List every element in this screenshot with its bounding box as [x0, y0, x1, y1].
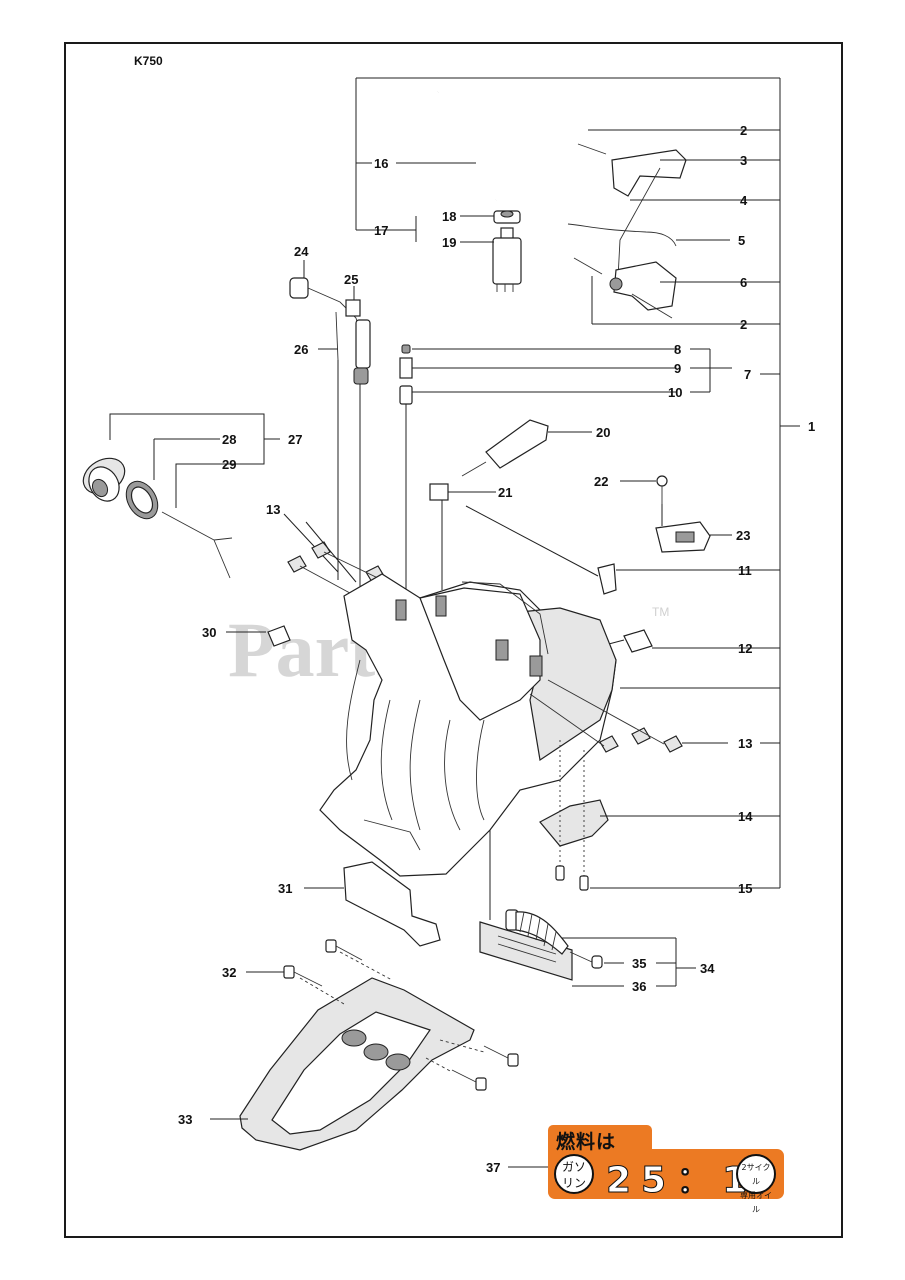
callout-9: 9	[674, 361, 681, 376]
fuel-cap-group	[82, 413, 280, 579]
callout-2b: 2	[740, 317, 747, 332]
callout-21: 21	[498, 485, 512, 500]
callout-17: 17	[374, 223, 388, 238]
assembly-bracket-1	[355, 77, 800, 889]
callout-25: 25	[344, 272, 358, 287]
callout-26: 26	[294, 342, 308, 357]
stop-cable-group	[289, 260, 371, 600]
fuel-ratio-decal-part-37: ガソ リン 25：1 2サイクル 専用オイル 燃料は	[548, 1125, 784, 1214]
callout-24: 24	[294, 244, 309, 259]
fuel-mix-ratio: 25：1	[605, 1160, 758, 1202]
callout-1: 1	[808, 419, 815, 434]
screws-part-32	[246, 939, 519, 1091]
callout-22: 22	[594, 474, 608, 489]
screw-part-22	[620, 475, 668, 526]
clamp-part-11	[465, 505, 760, 595]
oil-label-line1: 2サイクル	[741, 1163, 771, 1186]
guide-part-31	[304, 861, 441, 947]
callout-33: 33	[178, 1112, 192, 1127]
callout-10: 10	[668, 385, 682, 400]
clip-part-21	[429, 483, 496, 590]
two-stroke-oil-circle: 2サイクル 専用オイル	[736, 1154, 776, 1214]
main-housing-part-1	[305, 521, 617, 877]
fuel-hose-part-16	[396, 90, 500, 201]
decomp-valve-group	[399, 344, 732, 600]
callout-6: 6	[740, 275, 747, 290]
callout-32: 32	[222, 965, 236, 980]
callout-34: 34	[700, 961, 715, 976]
callout-13b: 13	[738, 736, 752, 751]
clip-part-30	[226, 625, 291, 647]
callout-4: 4	[740, 193, 748, 208]
throttle-trigger-group	[567, 129, 760, 325]
callout-23: 23	[736, 528, 750, 543]
callout-29: 29	[222, 457, 236, 472]
callout-12: 12	[738, 641, 752, 656]
decal-body: ガソ リン 25：1 2サイクル 専用オイル	[548, 1149, 784, 1214]
switch-part-23	[655, 521, 732, 553]
decal-heading-tab: 燃料は	[548, 1125, 652, 1153]
callout-15: 15	[738, 881, 752, 896]
callout-5: 5	[738, 233, 745, 248]
callout-30: 30	[202, 625, 216, 640]
fuel-filter-part-19	[372, 210, 522, 292]
gasoline-label-line1: ガソ	[561, 1160, 586, 1174]
callout-20: 20	[596, 425, 610, 440]
callout-37: 37	[486, 1160, 500, 1175]
callout-2a: 2	[740, 123, 747, 138]
callout-14: 14	[738, 809, 753, 824]
choke-rod-part-20	[461, 419, 592, 477]
diagram-frame	[64, 42, 843, 1238]
decal-heading: 燃料は	[556, 1131, 617, 1153]
skid-plate-part-33	[210, 977, 475, 1151]
callout-36: 36	[632, 979, 646, 994]
callout-19: 19	[442, 235, 456, 250]
callout-3: 3	[740, 153, 747, 168]
model-title: K750	[134, 54, 163, 68]
callout-16: 16	[374, 156, 388, 171]
callout-18: 18	[442, 209, 456, 224]
callout-31: 31	[278, 881, 292, 896]
callout-labels: 1 2 3 4 5 6 2 7 8 9 10 11 12 13 13 14 15…	[178, 123, 815, 1175]
spring-plate-group	[479, 830, 696, 987]
gasoline-label-line2: リン	[561, 1176, 586, 1190]
callout-8: 8	[674, 342, 681, 357]
pad-part-14	[539, 799, 760, 847]
washers-part-13-lower	[529, 679, 728, 753]
callout-7: 7	[744, 367, 751, 382]
gasoline-circle: ガソ リン	[554, 1154, 594, 1194]
callout-35: 35	[632, 956, 646, 971]
oil-label-line2: 専用オイル	[740, 1191, 772, 1214]
watermark-tm: TM	[652, 605, 669, 619]
screws-part-15	[555, 740, 760, 891]
callout-11: 11	[738, 563, 752, 578]
callout-27: 27	[288, 432, 302, 447]
callout-13a: 13	[266, 502, 280, 517]
callout-28: 28	[222, 432, 236, 447]
